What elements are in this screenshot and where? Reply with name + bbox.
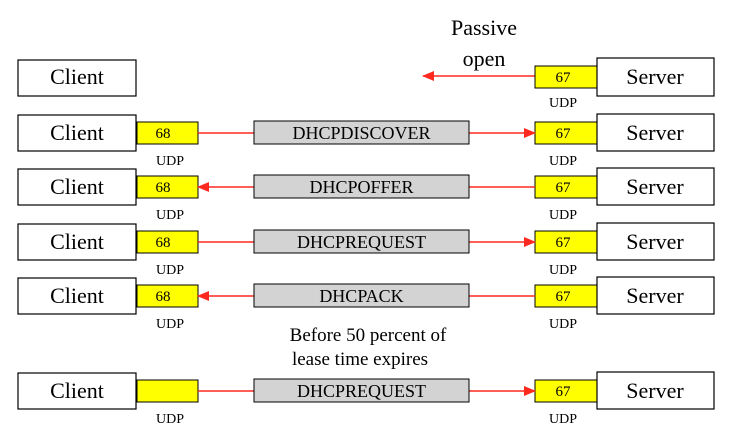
client-udp-label: UDP <box>156 317 184 332</box>
server-udp-label: UDP <box>549 263 577 278</box>
client-port-label: 68 <box>156 180 171 196</box>
client-box <box>17 114 137 152</box>
client-udp-label: UDP <box>156 154 184 169</box>
passive-open-row: Client Passive open 67 UDP Server <box>17 15 715 111</box>
server-udp-label: UDP <box>549 208 577 223</box>
server-box <box>596 222 715 261</box>
server-box <box>596 276 715 315</box>
server-label: Server <box>626 283 684 308</box>
server-box <box>596 371 715 410</box>
client-port-label: 68 <box>156 289 171 305</box>
server-label: Server <box>626 229 684 254</box>
server-box <box>596 57 715 97</box>
client-udp-label: UDP <box>156 412 184 427</box>
client-label: Client <box>50 283 104 308</box>
message-label: DHCPREQUEST <box>297 232 426 252</box>
message-label: DHCPDISCOVER <box>292 123 430 143</box>
server-port-label: 67 <box>556 126 572 142</box>
client-box <box>17 277 137 315</box>
client-label: Client <box>50 64 104 89</box>
client-port-label: 68 <box>156 235 171 251</box>
server-label: Server <box>626 174 684 199</box>
client-box <box>17 372 137 410</box>
server-udp-label: UDP <box>549 317 577 332</box>
server-label: Server <box>626 120 684 145</box>
client-label: Client <box>50 378 104 403</box>
client-udp-label: UDP <box>156 263 184 278</box>
server-port-label: 67 <box>556 235 572 251</box>
client-box <box>17 223 137 261</box>
message-label: DHCPREQUEST <box>297 381 426 401</box>
message-box <box>253 229 470 254</box>
message-label: DHCPACK <box>319 286 403 306</box>
server-port-label: 67 <box>556 289 572 305</box>
server-box <box>596 113 715 152</box>
note-line1: Before 50 percent of <box>290 325 447 346</box>
passive-open-label-line1: Passive <box>451 15 517 40</box>
client-label: Client <box>50 120 104 145</box>
server-port-label: 67 <box>556 180 572 196</box>
client-port-label: 68 <box>156 126 171 142</box>
server-box <box>596 167 715 206</box>
client-label: Client <box>50 174 104 199</box>
server-port-label: 67 <box>556 70 572 86</box>
message-box <box>253 120 470 145</box>
client-box <box>17 59 137 97</box>
server-udp-label: UDP <box>549 412 577 427</box>
client-port-box <box>136 379 199 403</box>
client-box <box>17 168 137 206</box>
server-label: Server <box>626 378 684 403</box>
client-label: Client <box>50 229 104 254</box>
message-box <box>253 174 470 199</box>
server-port-label: 67 <box>556 384 572 400</box>
client-udp-label: UDP <box>156 208 184 223</box>
server-label: Server <box>626 64 684 89</box>
passive-open-label-line2: open <box>463 46 506 71</box>
message-box <box>253 378 470 403</box>
server-udp-label: UDP <box>549 96 577 111</box>
server-udp-label: UDP <box>549 154 577 169</box>
note-line2: lease time expires <box>292 349 428 370</box>
message-box <box>253 283 470 308</box>
message-label: DHCPOFFER <box>309 177 413 197</box>
